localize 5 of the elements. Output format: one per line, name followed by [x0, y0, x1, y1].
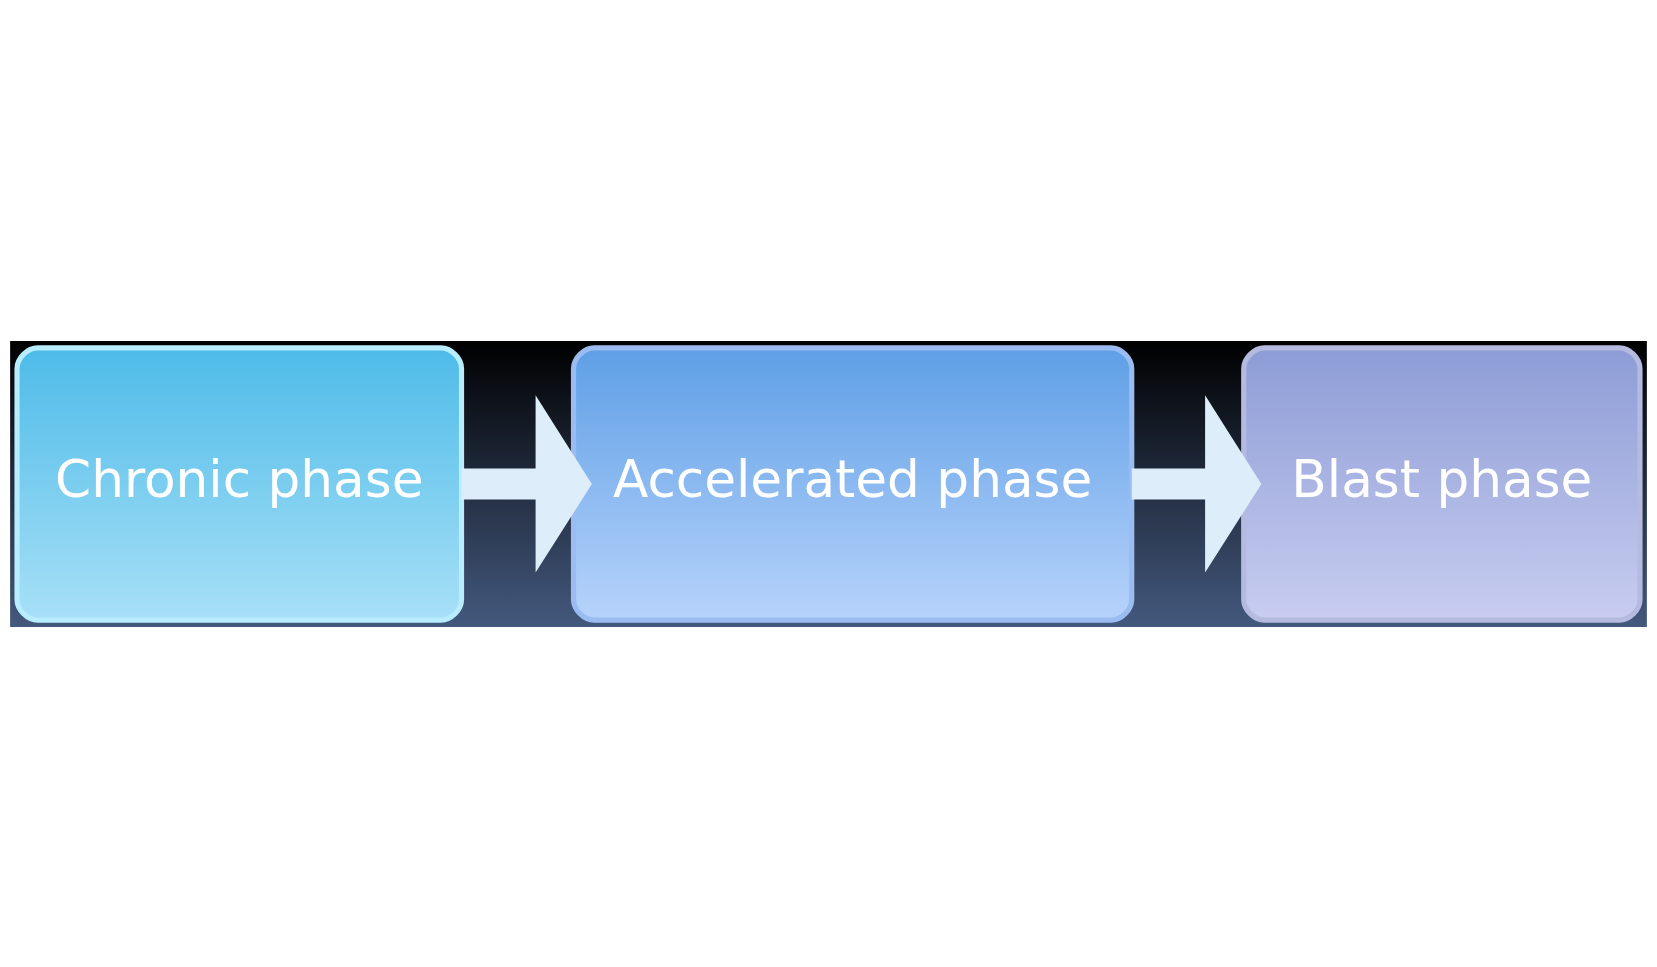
arrow	[461, 394, 592, 573]
arrow	[1131, 394, 1262, 573]
node-box: Chronic phase	[14, 344, 465, 623]
node-box: Blast phase	[1241, 344, 1643, 623]
node-box: Accelerated phase	[570, 344, 1135, 623]
